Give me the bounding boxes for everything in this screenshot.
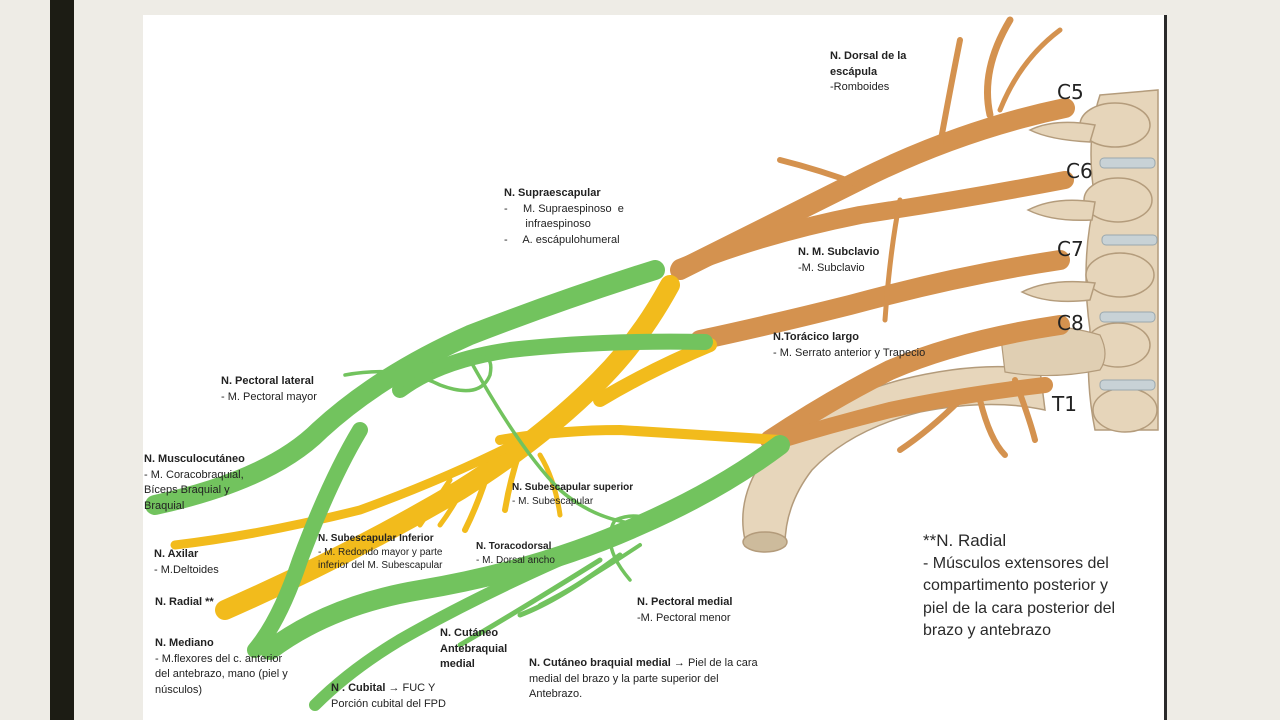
medial-cord [260,435,790,660]
label-cutaneo-antebraquial: N. Cutáneo Antebraquial medial [440,627,508,670]
arrow-icon: → [673,657,685,669]
label-toracodorsal: N. Toracodorsal - M. Dorsal ancho [476,541,555,566]
root-t1 [767,377,1053,450]
root-label-c7: C7 [1057,237,1084,261]
axillary-nerve [170,415,565,550]
root-c6 [671,171,1074,277]
root-nerves [670,16,1075,458]
intervertebral-discs [1099,157,1158,391]
dorsal-branch-3 [997,27,1063,113]
slide-right-edge [1164,15,1167,720]
note-title: **N. Radial [923,531,1007,550]
label-dorsal-escapula: N. Dorsal de la escápula -Romboides [830,50,907,93]
label-subescapular-inferior: N. Subescapular Inferior - M. Redondo ma… [318,533,443,571]
upper-subscapular-yellow [495,424,785,445]
note-text: - Músculos extensores del compartimento … [923,554,1116,640]
long-thoracic-1 [897,397,963,453]
long-thoracic-3 [1012,377,1038,443]
lateral-cord [145,260,665,515]
lateral-pectoral-loop [343,355,493,393]
label-toracico-largo: N.Torácico largo - M. Serrato anterior y… [773,331,926,359]
label-radial: N. Radial ** [155,596,214,608]
long-thoracic-2 [977,397,1008,458]
label-pectoral-medial: N. Pectoral medial -M. Pectoral menor [637,596,733,624]
label-supraescapular: N. Supraescapular - M. Supraespinoso e i… [504,187,624,246]
suprascapular-upper [777,157,863,188]
subscapular-branch-3 [417,477,453,528]
lateral-medial-cords [145,260,790,711]
vertebral-column [1020,89,1159,433]
medial-cutaneous-3 [538,543,642,607]
root-c8 [760,315,1070,450]
median-nerve-lateral [247,422,368,658]
dorsal-scapular-nerve [984,16,1014,119]
dorsal-branch-2 [937,37,963,148]
medial-antebrachial-cutaneous [457,557,603,648]
radial-nerve-note: **N. Radial - Músculos extensores del co… [923,530,1123,643]
label-axilar: N. Axilar - M.Deltoides [154,548,219,576]
subclavian-nerve [882,197,903,323]
root-c7 [690,250,1070,350]
label-subescapular-superior: N. Subescapular superior - M. Subescapul… [512,482,634,507]
left-dark-bar [50,0,74,720]
label-cubital: N . Cubital → FUC Y Porción cubital del … [331,682,446,710]
root-label-c6: C6 [1066,159,1093,183]
subscapular-branch-1 [462,462,493,533]
root-label-c5: C5 [1057,80,1084,104]
arrow-icon: → [388,682,400,694]
ulnar-nerve [309,554,566,711]
root-label-c8: C8 [1057,311,1084,335]
label-subclavio: N. M. Subclavio -M. Subclavio [798,246,880,274]
label-pectoral-lateral: N. Pectoral lateral - M. Pectoral mayor [221,375,317,403]
medial-pectoral-loop [468,358,660,582]
label-musculocutaneo: N. Musculocutáneo - M. Coracobraquial, B… [144,453,245,512]
lateral-cord-2 [392,333,713,398]
label-cutaneo-braquial: N. Cutáneo braquial medial → Piel de la … [529,657,758,700]
thoracodorsal-nerve [502,447,523,513]
subscapular-branch-2 [437,472,473,528]
label-mediano: N. Mediano - M.flexores del c. anterior … [155,637,288,696]
root-label-t1: T1 [1052,392,1077,416]
